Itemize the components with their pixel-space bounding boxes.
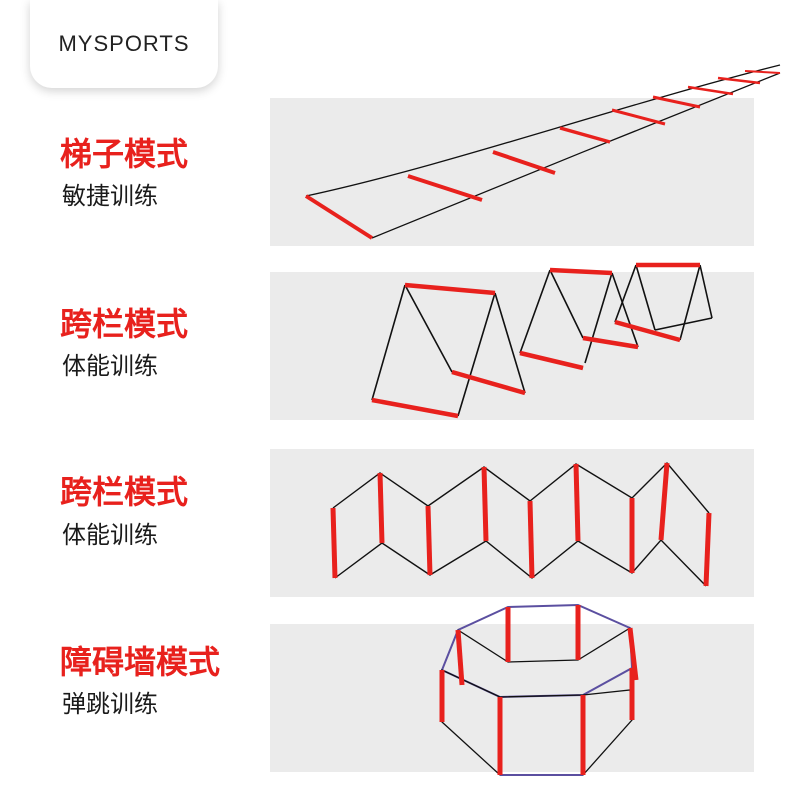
brand-logo-box: MYSPORTS — [30, 0, 218, 88]
zigzag-hurdle-fence-image — [330, 461, 712, 587]
obstacle-wall-image — [439, 603, 639, 776]
ladder-photo-panel — [270, 98, 754, 246]
brand-name: MYSPORTS — [58, 31, 190, 56]
mode-subtitle-hurdle-zigzag: 体能训练 — [62, 521, 158, 549]
mode-subtitle-ladder: 敏捷训练 — [62, 182, 158, 210]
mode-title-ladder: 梯子模式 — [60, 135, 189, 173]
mode-title-wall: 障碍墙模式 — [60, 643, 221, 681]
mode-title-hurdle-zigzag: 跨栏模式 — [60, 473, 189, 511]
wall-photo-panel — [270, 624, 754, 772]
agility-ladder-image — [304, 64, 781, 240]
a-frame-hurdles-image — [371, 262, 713, 419]
mode-subtitle-hurdle: 体能训练 — [62, 352, 158, 380]
mode-title-hurdle: 跨栏模式 — [60, 305, 189, 343]
mode-subtitle-wall: 弹跳训练 — [62, 690, 158, 718]
zigzag-photo-panel — [270, 449, 754, 597]
hurdle-photo-panel — [270, 272, 754, 420]
